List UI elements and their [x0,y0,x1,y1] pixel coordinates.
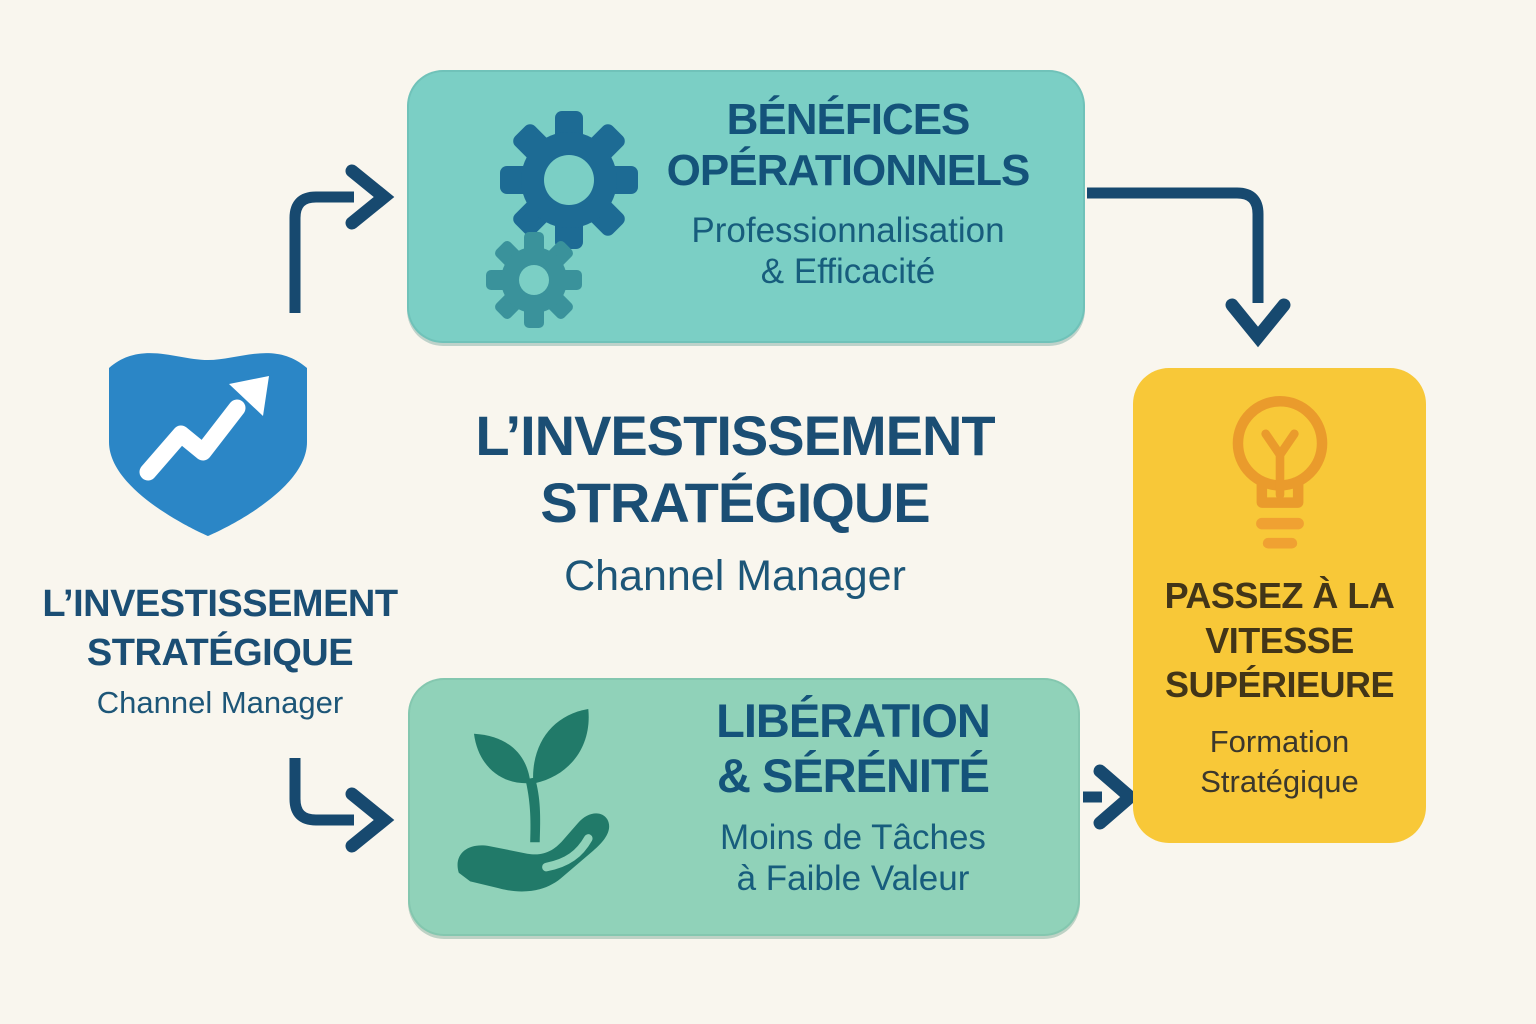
liberation-serenite-card: LIBÉRATION & SÉRÉNITÉ Moins de Tâches à … [408,678,1080,936]
hand-plant-icon [434,692,634,924]
right-card-title-line3: SUPÉRIEURE [1164,664,1395,706]
arrow-shield-to-liberation [289,758,395,853]
bottom-card-title-line1: LIBÉRATION [716,694,991,747]
bulb-base-bar2 [1262,537,1297,549]
leaf-right [533,708,589,784]
bottom-card-title: LIBÉRATION & SÉRÉNITÉ [640,694,1066,804]
growth-arrow [139,399,246,481]
center-title: L’INVESTISSEMENT STRATÉGIQUE Channel Man… [425,402,1045,601]
growth-arrow-head [229,376,269,416]
bottom-card-subtitle-line1: Moins de Tâches [720,817,986,857]
top-card-title: BÉNÉFICES OPÉRATIONNELS [625,94,1071,197]
bulb-base-bar1 [1255,517,1304,530]
top-card-title-line2: OPÉRATIONNELS [666,146,1031,196]
right-card-subtitle: Formation Stratégique [1200,722,1359,801]
center-title-line2: STRATÉGIQUE [540,471,930,535]
leaf-left [474,733,531,784]
center-subtitle: Channel Manager [564,552,906,601]
right-card-title-line1: PASSEZ À LA [1164,575,1395,616]
gear-large [500,111,638,249]
bottom-card-title-line2: & SÉRÉNITÉ [716,748,990,802]
bottom-card-subtitle-line2: à Faible Valeur [736,859,970,899]
gears-icon [431,78,661,338]
source-label-line1: L’INVESTISSEMENT [42,583,398,625]
bulb-filament [1260,429,1299,500]
lightbulb-icon [1195,386,1365,558]
source-label: L’INVESTISSEMENT STRATÉGIQUE Channel Man… [5,580,435,721]
right-card-subtitle-line1: Formation [1209,723,1350,759]
bottom-card-subtitle: Moins de Tâches à Faible Valeur [640,817,1066,900]
right-card-title-line2: VITESSE [1205,619,1354,661]
source-label-line2: STRATÉGIQUE [86,632,354,675]
hand [457,813,610,892]
arrow-benefices-to-formation [1087,187,1291,348]
center-title-line1: L’INVESTISSEMENT [475,404,995,467]
formation-strategique-card: PASSEZ À LA VITESSE SUPÉRIEURE Formation… [1133,368,1426,843]
top-card-subtitle: Professionnalisation & Efficacité [625,210,1071,293]
top-card-subtitle-line1: Professionnalisation [691,210,1005,250]
benefices-operationnels-card: BÉNÉFICES OPÉRATIONNELS Professionnalisa… [407,70,1085,343]
finger-gap [542,834,593,872]
shield-growth-icon [93,314,323,560]
right-card-subtitle-line2: Stratégique [1200,763,1359,799]
arrow-liberation-to-formation [1083,764,1140,830]
source-sublabel: Channel Manager [96,684,344,720]
right-card-title: PASSEZ À LA VITESSE SUPÉRIEURE [1165,574,1395,708]
gear-small [486,232,582,328]
bulb-neck [1256,477,1303,508]
arrow-shield-to-benefices [289,164,395,313]
top-card-title-line1: BÉNÉFICES [726,95,971,144]
stem [525,777,541,843]
top-card-subtitle-line2: & Efficacité [760,252,936,292]
